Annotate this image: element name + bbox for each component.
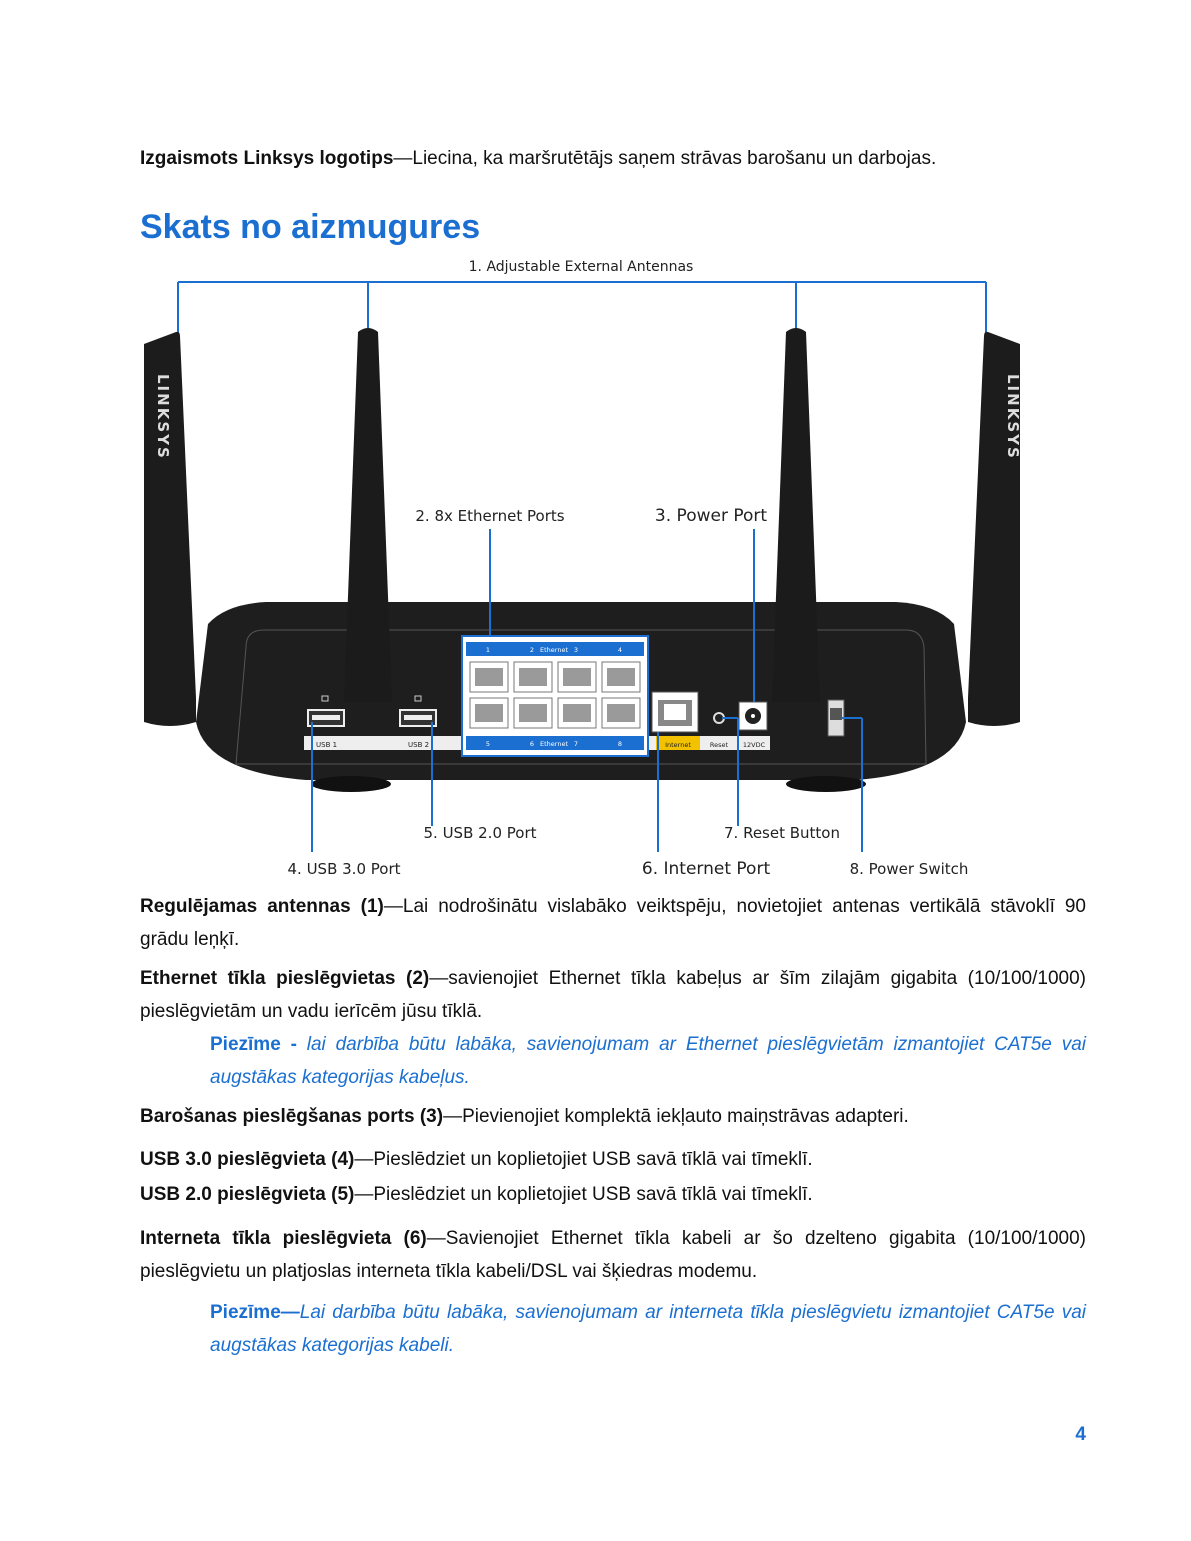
eth-top-label-3: 3 bbox=[574, 646, 578, 654]
item-text: —savienojiet Ethernet tīkla kabeļus ar š… bbox=[140, 968, 1086, 1022]
left-inner-antenna bbox=[344, 328, 392, 702]
item-ethernet: Ethernet tīkla pieslēgvietas (2)—savieno… bbox=[140, 962, 1086, 1028]
eth-top-label-name: Ethernet bbox=[540, 646, 568, 654]
ethernet-jack-socket bbox=[475, 704, 503, 722]
label-usb20: 5. USB 2.0 Port bbox=[424, 824, 537, 842]
note-internet: Piezīme—Lai darbība būtu labāka, savieno… bbox=[210, 1296, 1086, 1362]
left-outer-antenna bbox=[144, 331, 196, 726]
note-term: Piezīme - bbox=[210, 1034, 307, 1055]
internet-label: Internet bbox=[665, 741, 691, 749]
left-logo-text: LINKSYS bbox=[154, 374, 172, 460]
label-reset: 7. Reset Button bbox=[724, 824, 840, 842]
eth-top-label-2: 2 bbox=[530, 646, 534, 654]
item-usb30: USB 3.0 pieslēgvieta (4)—Pieslēdziet un … bbox=[140, 1143, 1086, 1176]
item-usb20: USB 2.0 pieslēgvieta (5)—Pieslēdziet un … bbox=[140, 1178, 1086, 1211]
item-term: Ethernet tīkla pieslēgvietas (2) bbox=[140, 968, 430, 989]
eth-bottom-label-6: 6 bbox=[530, 740, 534, 748]
note-text: Lai darbība būtu labāka, savienojumam ar… bbox=[210, 1302, 1086, 1356]
section-title: Skats no aizmugures bbox=[140, 208, 481, 246]
usb1-label: USB 1 bbox=[316, 741, 337, 749]
eth-bottom-label-7: 7 bbox=[574, 740, 578, 748]
item-internet: Interneta tīkla pieslēgvieta (6)—Savieno… bbox=[140, 1222, 1086, 1288]
router-rear-diagram: 1. Adjustable External Antennas LINKSYS … bbox=[144, 259, 1022, 879]
item-term: Interneta tīkla pieslēgvieta (6) bbox=[140, 1228, 427, 1249]
dc-label: 12VDC bbox=[743, 741, 766, 749]
label-usb30: 4. USB 3.0 Port bbox=[288, 860, 401, 878]
page-number: 4 bbox=[1075, 1424, 1086, 1445]
intro-text: —Liecina, ka maršrutētājs saņem strāvas … bbox=[393, 148, 937, 169]
note-ethernet: Piezīme - lai darbība būtu labāka, savie… bbox=[210, 1028, 1086, 1094]
intro-paragraph: Izgaismots Linksys logotips—Liecina, ka … bbox=[140, 142, 1086, 175]
intro-term: Izgaismots Linksys logotips bbox=[140, 148, 394, 169]
label-antennas: 1. Adjustable External Antennas bbox=[469, 259, 694, 275]
ethernet-jack-socket bbox=[475, 668, 503, 686]
port-callout-lines bbox=[311, 529, 863, 852]
right-inner-antenna bbox=[772, 328, 820, 702]
item-power-port: Barošanas pieslēgšanas ports (3)—Pievien… bbox=[140, 1100, 1086, 1133]
usb2-label: USB 2 bbox=[408, 741, 429, 749]
item-term: Barošanas pieslēgšanas ports (3) bbox=[140, 1106, 444, 1127]
item-term: USB 3.0 pieslēgvieta (4) bbox=[140, 1149, 355, 1170]
label-power-switch: 8. Power Switch bbox=[850, 860, 969, 878]
eth-bottom-label-name: Ethernet bbox=[540, 740, 568, 748]
item-text: —Savienojiet Ethernet tīkla kabeli ar šo… bbox=[140, 1228, 1086, 1282]
ethernet-jack-socket bbox=[519, 668, 547, 686]
item-text: —Pieslēdziet un koplietojiet USB savā tī… bbox=[354, 1184, 813, 1205]
eth-bottom-label-8: 8 bbox=[618, 740, 622, 748]
antenna-callout-lines bbox=[177, 281, 987, 364]
label-internet: 6. Internet Port bbox=[642, 859, 771, 879]
eth-bottom-label-5: 5 bbox=[486, 740, 490, 748]
reset-label: Reset bbox=[710, 741, 729, 749]
ethernet-jack-socket bbox=[563, 704, 591, 722]
item-term: Regulējamas antennas (1) bbox=[140, 896, 384, 917]
ethernet-jacks bbox=[469, 661, 641, 729]
note-term: Piezīme— bbox=[210, 1302, 300, 1323]
right-outer-antenna bbox=[968, 331, 1020, 726]
item-text: —Pievienojiet komplektā iekļauto maiņstr… bbox=[443, 1106, 909, 1127]
note-text: lai darbība būtu labāka, savienojumam ar… bbox=[210, 1034, 1086, 1088]
right-logo-text: LINKSYS bbox=[1004, 374, 1022, 460]
eth-top-label-1: 1 bbox=[486, 646, 490, 654]
ethernet-jack-socket bbox=[607, 704, 635, 722]
ethernet-jack-socket bbox=[519, 704, 547, 722]
ethernet-jack-socket bbox=[563, 668, 591, 686]
ethernet-jack-socket bbox=[607, 668, 635, 686]
item-term: USB 2.0 pieslēgvieta (5) bbox=[140, 1184, 355, 1205]
label-power-port: 3. Power Port bbox=[655, 506, 767, 526]
label-ethernet: 2. 8x Ethernet Ports bbox=[415, 507, 564, 525]
item-text: —Pieslēdziet un koplietojiet USB savā tī… bbox=[354, 1149, 813, 1170]
item-antennas: Regulējamas antennas (1)—Lai nodrošinātu… bbox=[140, 890, 1086, 956]
item-text: —Lai nodrošinātu vislabāko veiktspēju, n… bbox=[140, 896, 1086, 950]
eth-top-label-4: 4 bbox=[618, 646, 622, 654]
